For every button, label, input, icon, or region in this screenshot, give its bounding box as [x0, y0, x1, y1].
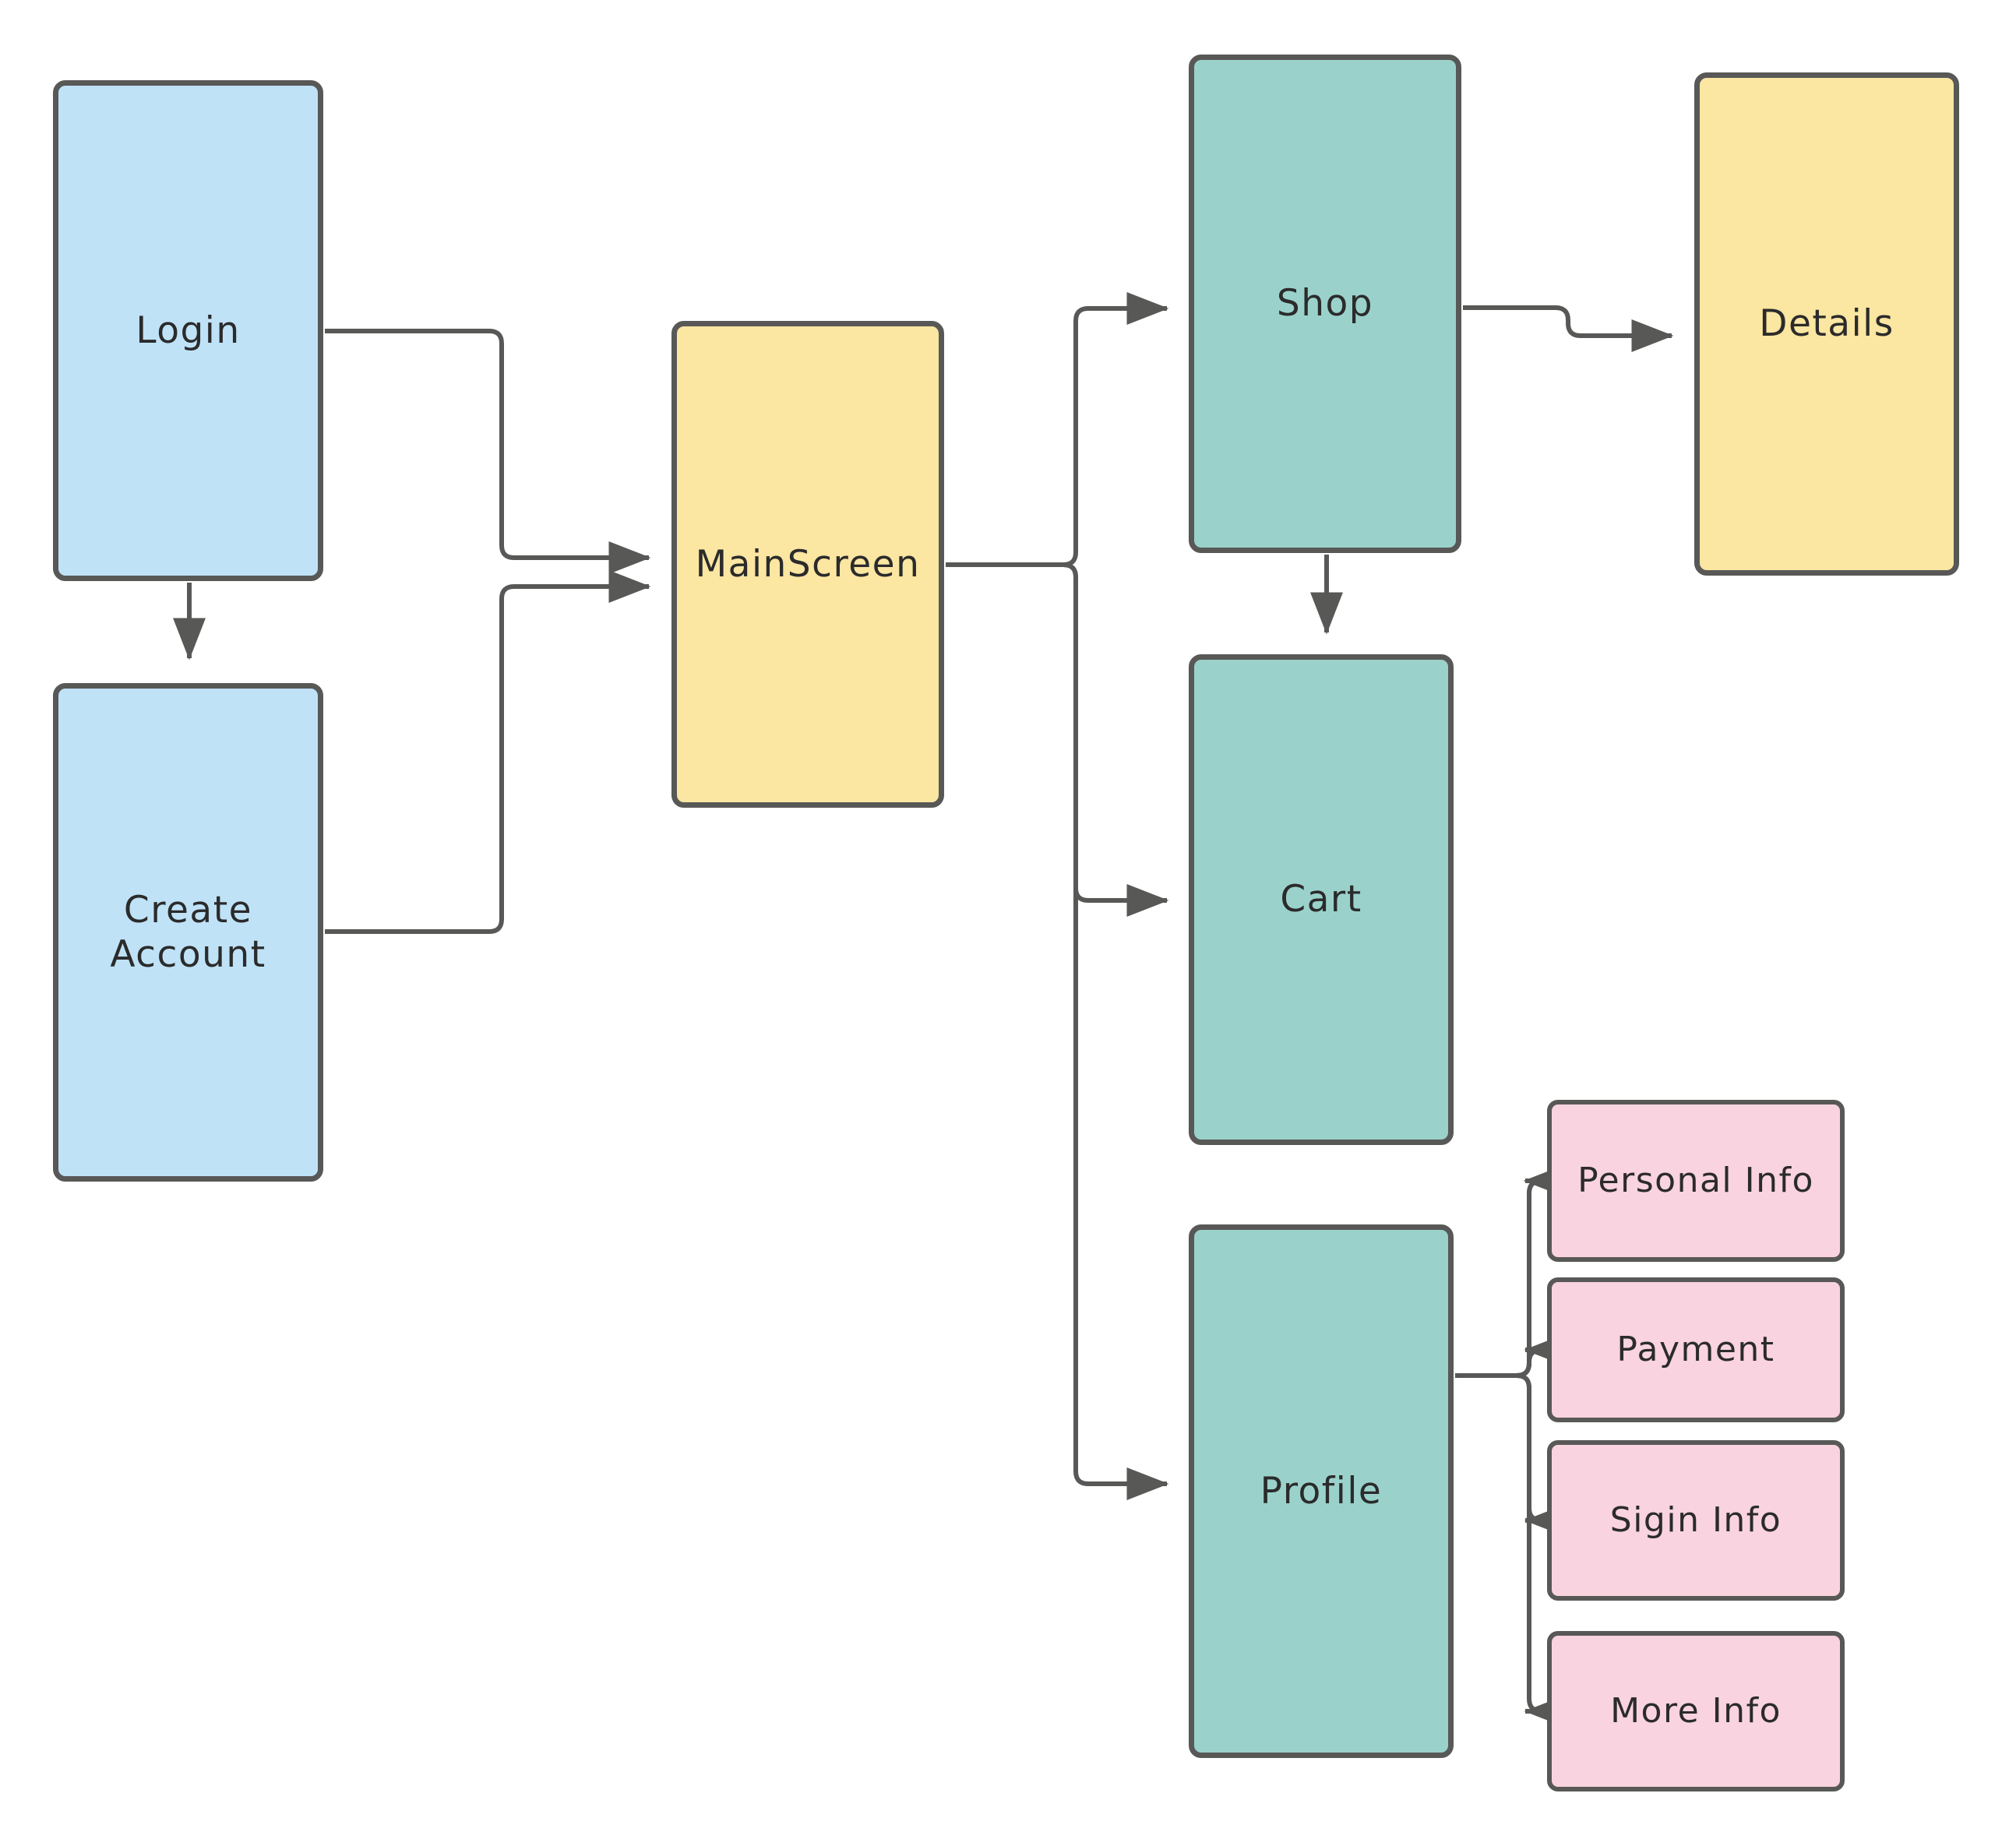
node-mainscreen[interactable]: MainScreen [671, 321, 944, 808]
node-personal-info[interactable]: Personal Info [1547, 1100, 1845, 1262]
edge-profile-to-more-info [1455, 1373, 1544, 1714]
edge-profile-to-payment [1455, 1348, 1544, 1378]
edge-profile-to-personal-info-head [1455, 1178, 1544, 1378]
edge-mainscreen-to-cart [946, 562, 1169, 917]
node-login[interactable]: Login [53, 80, 323, 581]
edge-mainscreen-to-profile [946, 562, 1169, 1500]
edge-login-to-mainscreen [325, 329, 651, 574]
node-profile[interactable]: Profile [1189, 1224, 1454, 1758]
edge-shop-to-details [1463, 305, 1674, 352]
node-details[interactable]: Details [1694, 72, 1959, 576]
node-sigin-info[interactable]: Sigin Info [1547, 1440, 1845, 1601]
node-payment[interactable]: Payment [1547, 1277, 1845, 1422]
node-shop[interactable]: Shop [1189, 55, 1461, 553]
node-create-account[interactable]: Create Account [53, 683, 323, 1182]
edge-profile-to-sigin-info [1455, 1373, 1544, 1523]
node-cart[interactable]: Cart [1189, 654, 1454, 1145]
edge-mainscreen-to-shop [946, 292, 1169, 567]
node-more-info[interactable]: More Info [1547, 1631, 1845, 1791]
edge-create-account-to-mainscreen [325, 570, 651, 934]
edge-profile-to-personal-info [1455, 1164, 1566, 1378]
